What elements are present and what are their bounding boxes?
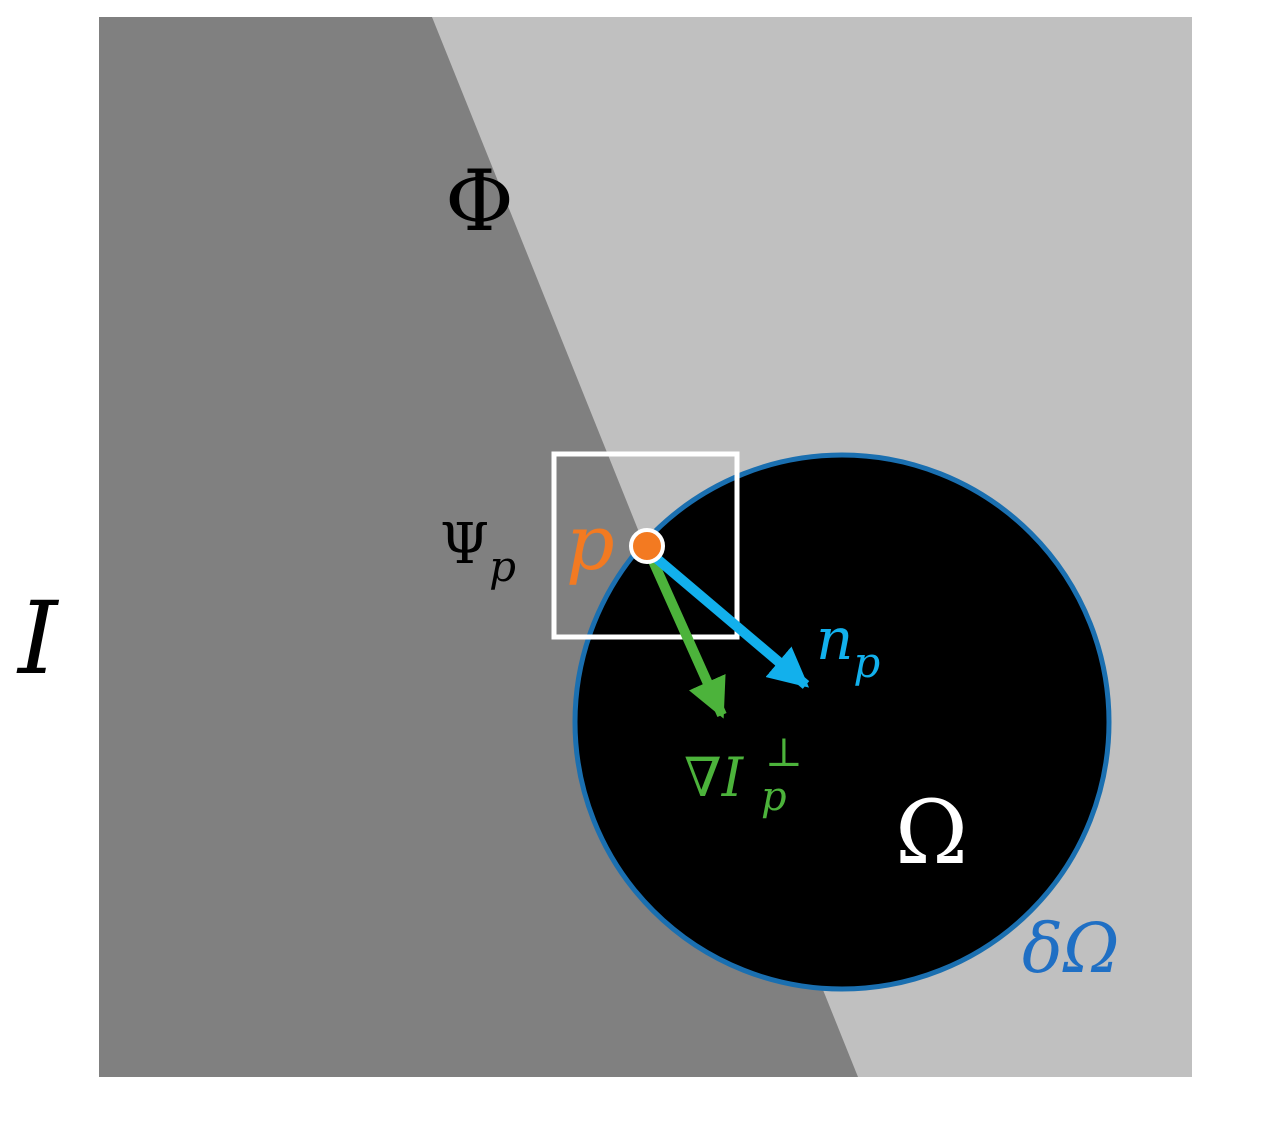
patch-psi-p — [551, 451, 740, 640]
label-boundary: δΩ — [1022, 910, 1119, 989]
label-patch: Ψp — [440, 512, 516, 591]
label-source-phi: Φ — [445, 152, 514, 250]
normal-arrow — [645, 548, 810, 689]
label-target-omega: Ω — [895, 781, 968, 884]
label-isophote-sub: p — [761, 774, 787, 820]
point-p-dot — [629, 528, 665, 564]
label-normal-sub: p — [853, 638, 880, 687]
label-patch-symbol: Ψ — [440, 512, 489, 577]
label-point-p: p — [566, 498, 615, 587]
label-normal-symbol: n — [816, 605, 853, 673]
label-normal: np — [816, 605, 880, 687]
label-isophote: ∇I — [684, 746, 745, 809]
target-region-omega — [572, 452, 1112, 992]
label-isophote-symbol: ∇I — [684, 746, 745, 809]
label-patch-sub: p — [489, 542, 516, 591]
label-isophote-sup: ⊥ — [765, 730, 803, 776]
label-image-I: I — [16, 580, 60, 697]
isophote-arrow — [644, 549, 727, 719]
